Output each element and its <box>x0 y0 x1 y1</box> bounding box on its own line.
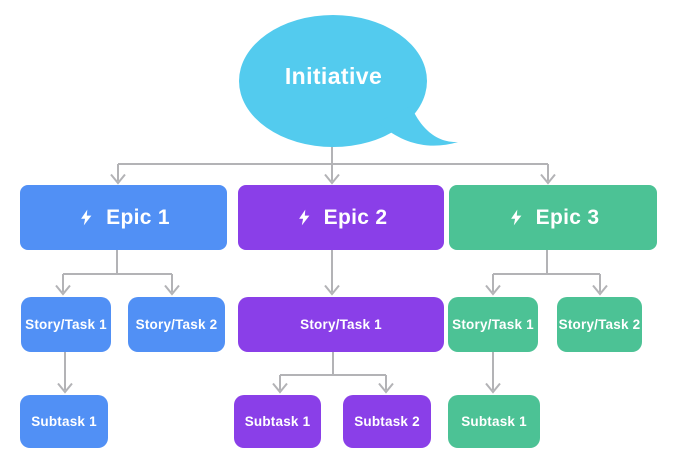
subtask-node: Subtask 1 <box>20 395 108 448</box>
epic-label: Epic 2 <box>323 205 388 229</box>
initiative-label: Initiative <box>284 63 383 89</box>
epic-2-node: Epic 2 <box>238 185 444 250</box>
lightning-bolt-icon <box>298 209 310 226</box>
epic-1-node: Epic 1 <box>20 185 227 250</box>
epic-3-node: Epic 3 <box>449 185 657 250</box>
epic-label: Epic 1 <box>106 205 170 229</box>
connector-lines <box>55 146 608 394</box>
lightning-bolt-icon <box>81 209 92 226</box>
lightning-bolt-icon <box>510 209 522 226</box>
initiative-bubble <box>239 15 458 147</box>
story-task-node: Story/Task 1 <box>21 297 111 352</box>
story-task-node: Story/Task 2 <box>557 297 642 352</box>
subtask-node: Subtask 1 <box>448 395 540 448</box>
subtask-node: Subtask 2 <box>343 395 431 448</box>
story-task-node: Story/Task 1 <box>448 297 538 352</box>
epic-label: Epic 3 <box>535 205 600 229</box>
story-task-node: Story/Task 1 <box>238 297 444 352</box>
speech-bubble-tail <box>378 106 458 146</box>
subtask-node: Subtask 1 <box>234 395 321 448</box>
story-task-node: Story/Task 2 <box>128 297 225 352</box>
